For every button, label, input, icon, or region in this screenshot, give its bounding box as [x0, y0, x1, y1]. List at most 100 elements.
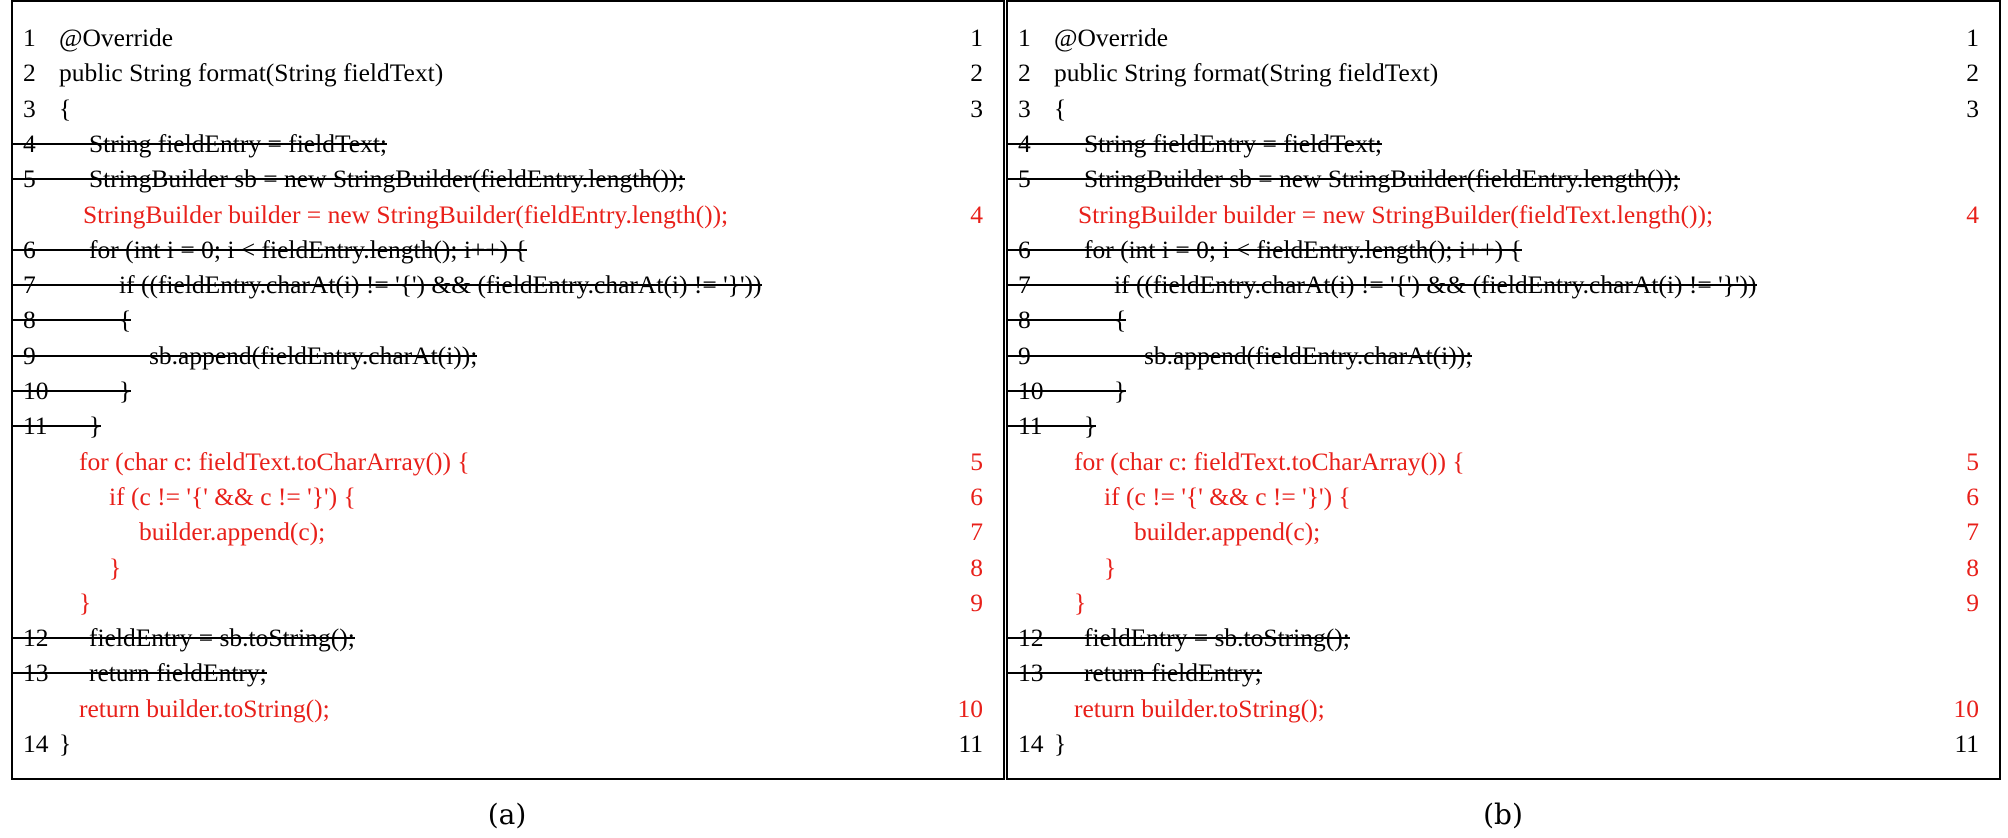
- code-line: 2 public String format(String fieldText) 2: [13, 55, 1003, 90]
- code-text: @Override: [59, 23, 174, 52]
- code-text: }: [1054, 729, 1067, 758]
- original-line-number: 14: [23, 729, 49, 758]
- added-code-line: if (c != '{' && c != '}') { 6: [1008, 479, 1999, 514]
- code-text: return builder.toString();: [1074, 693, 1325, 723]
- removed-code-line: 8{: [1008, 302, 1999, 337]
- strikethrough-line: [13, 672, 267, 675]
- added-code-line: }9: [1008, 585, 1999, 620]
- revised-line-number: 6: [1966, 481, 1979, 511]
- strikethrough-line: [13, 284, 762, 287]
- original-line-number: 3: [1018, 93, 1031, 123]
- strikethrough-line: [13, 248, 527, 251]
- original-line-number: 2: [23, 58, 36, 88]
- strikethrough-line: [1008, 142, 1382, 145]
- removed-code-line: 11}: [1008, 408, 1999, 443]
- code-text: if (c != '{' && c != '}') {: [1104, 481, 1351, 511]
- strikethrough-line: [1008, 672, 1262, 675]
- strikethrough-line: [13, 319, 131, 322]
- strikethrough-line: [13, 142, 387, 145]
- strikethrough-line: [1008, 390, 1126, 392]
- revised-line-number: 11: [958, 729, 983, 758]
- strikethrough-line: [13, 390, 131, 392]
- strikethrough-line: [1008, 178, 1680, 181]
- revised-line-number: 6: [970, 481, 983, 511]
- added-code-line: for (char c: fieldText.toCharArray()) {5: [1008, 444, 1999, 479]
- code-text: {: [59, 93, 72, 123]
- strikethrough-line: [13, 637, 355, 640]
- code-line: 1 @Override 1: [13, 20, 1003, 55]
- caption-b: (b): [1483, 798, 1523, 831]
- code-text: }: [109, 552, 122, 582]
- revised-line-number: 7: [1966, 517, 1979, 547]
- code-text: }: [59, 729, 72, 758]
- added-code-line: builder.append(c);7: [1008, 514, 1999, 549]
- removed-code-line: 10}: [1008, 373, 1999, 408]
- code-line: 3 {3: [1008, 91, 1999, 126]
- code-diff-panel-b: 1 @Override 1 2 public String format(String …: [1006, 0, 2001, 780]
- strikethrough-line: [1008, 319, 1126, 322]
- code-line: 3 {3: [13, 91, 1003, 126]
- removed-code-line: 11}: [13, 408, 1003, 443]
- revised-line-number: 11: [1954, 729, 1979, 758]
- original-line-number: 2: [1018, 58, 1031, 88]
- revised-line-number: 4: [1966, 199, 1979, 229]
- code-text: @Override: [1054, 23, 1169, 52]
- revised-line-number: 8: [970, 552, 983, 582]
- revised-line-number: 3: [970, 93, 983, 123]
- original-line-number: 1: [1018, 23, 1031, 52]
- strikethrough-line: [1008, 284, 1757, 287]
- code-text: }: [1074, 587, 1087, 617]
- code-line: 14} 11: [1008, 726, 1999, 761]
- strikethrough-line: [13, 425, 101, 428]
- strikethrough-line: [13, 178, 685, 181]
- code-text: builder.append(c);: [139, 517, 326, 547]
- original-line-number: 14: [1018, 729, 1044, 758]
- caption-a: (a): [487, 798, 527, 831]
- strikethrough-line: [1008, 637, 1350, 640]
- strikethrough-line: [1008, 425, 1096, 428]
- revised-line-number: 10: [1953, 693, 1980, 723]
- revised-line-number: 5: [970, 446, 983, 476]
- code-line: 14} 11: [13, 726, 1003, 761]
- revised-line-number: 9: [970, 587, 983, 617]
- revised-line-number: 8: [1966, 552, 1979, 582]
- revised-line-number: 10: [957, 693, 984, 723]
- revised-line-number: 4: [970, 199, 983, 229]
- code-text: public String format(String fieldText): [59, 58, 444, 88]
- code-text: {: [1054, 93, 1067, 123]
- strikethrough-line: [1008, 354, 1472, 357]
- revised-line-number: 2: [970, 58, 983, 88]
- removed-code-line: 8{: [13, 302, 1003, 337]
- original-line-number: 3: [23, 93, 36, 123]
- revised-line-number: 1: [970, 23, 983, 52]
- code-text: }: [1104, 552, 1117, 582]
- code-text: StringBuilder builder = new StringBuilde…: [83, 199, 729, 229]
- strikethrough-line: [13, 354, 477, 357]
- code-text: if (c != '{' && c != '}') {: [109, 481, 356, 511]
- revised-line-number: 1: [1966, 23, 1979, 52]
- original-line-number: 1: [23, 23, 36, 52]
- code-line: 1 @Override 1: [1008, 20, 1999, 55]
- code-text: return builder.toString();: [79, 693, 330, 723]
- revised-line-number: 3: [1966, 93, 1979, 123]
- strikethrough-line: [1008, 248, 1522, 251]
- code-text: public String format(String fieldText): [1054, 58, 1439, 88]
- added-code-line: StringBuilder builder = new StringBuilde…: [13, 197, 1003, 232]
- revised-line-number: 7: [970, 517, 983, 547]
- added-code-line: if (c != '{' && c != '}') { 6: [13, 479, 1003, 514]
- code-text: for (char c: fieldText.toCharArray()) {: [1074, 446, 1465, 476]
- removed-code-line: 10}: [13, 373, 1003, 408]
- added-code-line: return builder.toString(); 10: [1008, 691, 1999, 726]
